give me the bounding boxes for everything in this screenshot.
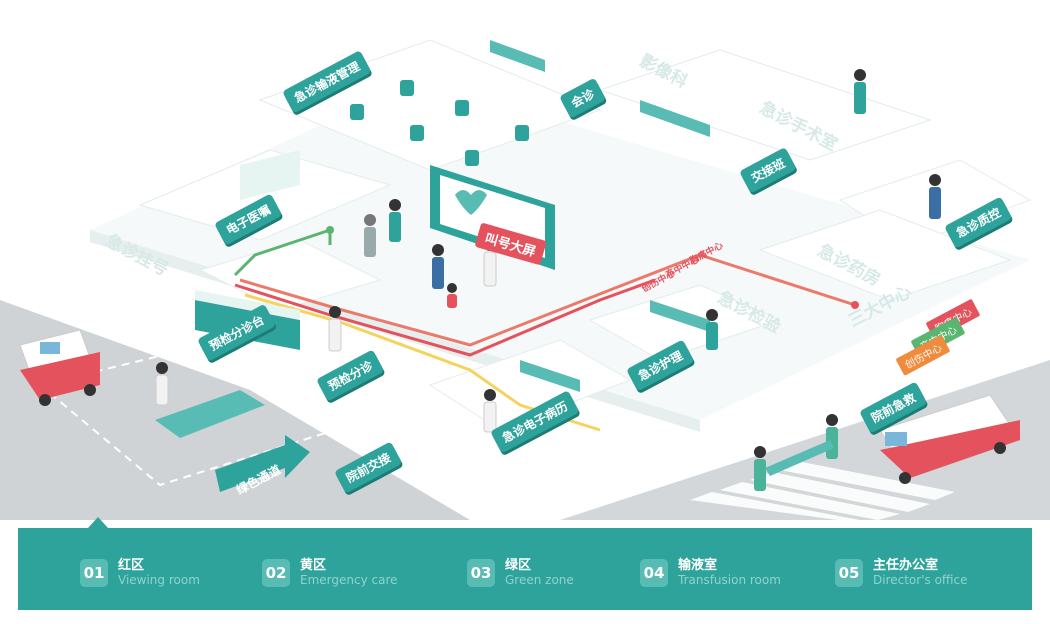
legend-zh: 主任办公室 (873, 558, 939, 573)
legend-zh: 黄区 (300, 558, 327, 573)
legend-number: 03 (467, 559, 495, 587)
legend-zh: 红区 (118, 558, 145, 573)
legend-number: 05 (835, 559, 863, 587)
legend-zh: 绿区 (505, 558, 532, 573)
legend-bar-pointer (88, 517, 108, 528)
legend-en: Green zone (505, 573, 574, 587)
legend-number: 04 (640, 559, 668, 587)
legend-number: 01 (80, 559, 108, 587)
legend-en: Transfusion room (678, 573, 781, 587)
legend-en: Emergency care (300, 573, 398, 587)
hospital-isometric-scene: 影像科 急诊手术室 急诊挂号 急诊药房 急诊检验 三大中心 急诊输液管理 会诊 … (0, 39, 1050, 520)
legend-en: Viewing room (118, 573, 200, 587)
legend-bar (18, 528, 1032, 610)
scene-illustration (0, 39, 1050, 520)
legend-zh: 输液室 (678, 558, 718, 573)
legend-en: Director's office (873, 573, 968, 587)
legend-number: 02 (262, 559, 290, 587)
